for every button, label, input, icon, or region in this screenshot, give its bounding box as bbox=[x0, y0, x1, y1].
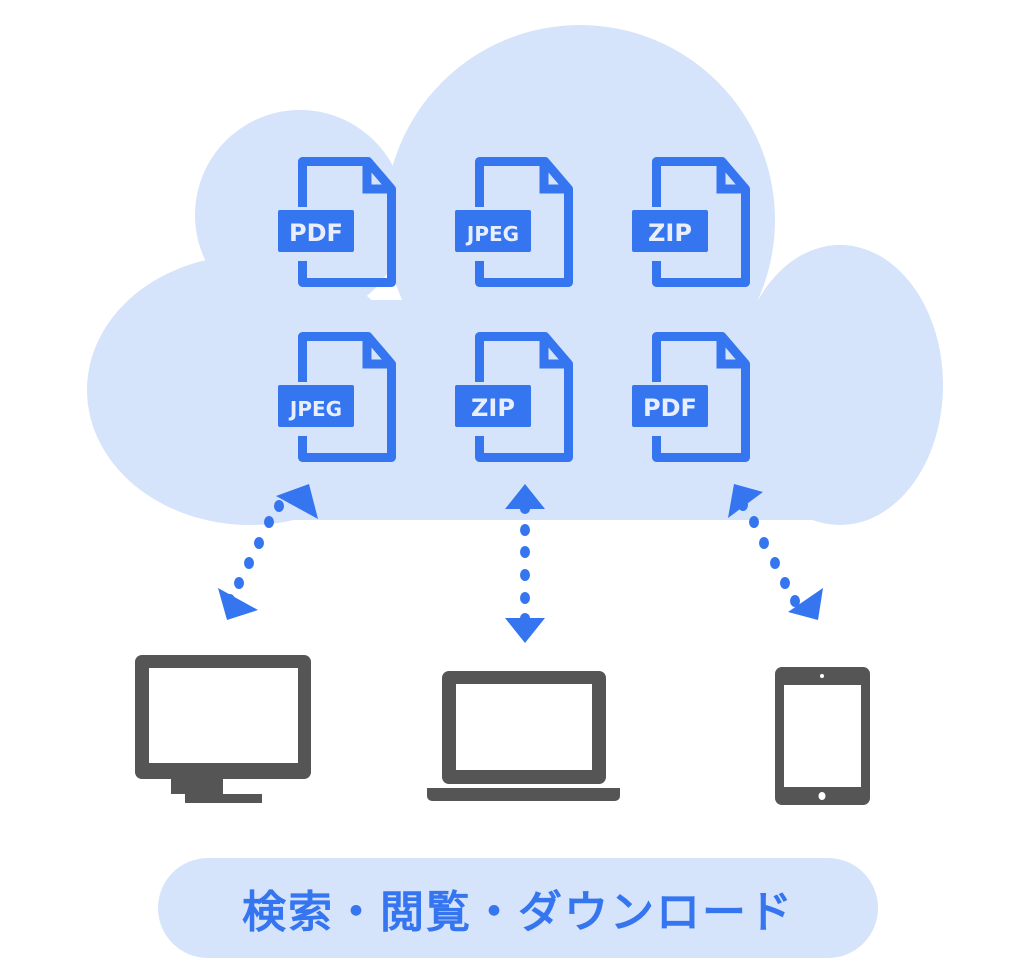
file-type-label: PDF bbox=[289, 219, 343, 247]
dot bbox=[244, 557, 254, 569]
tablet-screen bbox=[784, 685, 861, 787]
dot bbox=[520, 524, 530, 536]
dot bbox=[770, 557, 780, 569]
file-type-badge bbox=[455, 210, 531, 252]
document-fold bbox=[716, 161, 746, 194]
document-fold bbox=[539, 336, 569, 369]
caption-pill: 検索・閲覧・ダウンロード bbox=[158, 858, 878, 958]
arrowhead-down-right bbox=[788, 588, 823, 620]
document-outline bbox=[298, 332, 396, 462]
file-icon-jpeg: JPEG bbox=[455, 157, 573, 287]
devices bbox=[135, 655, 870, 805]
file-icon-pdf: PDF bbox=[632, 332, 750, 462]
document-fold bbox=[362, 161, 392, 194]
document-outline bbox=[652, 157, 750, 287]
arrowhead-up bbox=[505, 484, 545, 509]
arrowhead-up-left bbox=[276, 484, 318, 519]
document-outline bbox=[475, 332, 573, 462]
dot bbox=[520, 613, 530, 623]
file-icon-zip: ZIP bbox=[632, 157, 750, 287]
arrowhead-down-left bbox=[218, 588, 258, 620]
dot bbox=[274, 500, 284, 512]
dot bbox=[254, 537, 264, 549]
arrowhead-down bbox=[505, 618, 545, 643]
laptop-icon bbox=[427, 671, 620, 801]
laptop-screen bbox=[456, 684, 592, 770]
arrow-laptop bbox=[505, 484, 545, 643]
file-type-label: ZIP bbox=[648, 219, 692, 247]
dot bbox=[520, 546, 530, 558]
file-type-badge bbox=[455, 385, 531, 427]
document-fold bbox=[539, 161, 569, 194]
document-outline bbox=[475, 157, 573, 287]
dot bbox=[264, 516, 274, 528]
dot bbox=[738, 499, 748, 511]
document-outline bbox=[652, 332, 750, 462]
file-icon-pdf: PDF bbox=[278, 157, 396, 287]
file-type-badge bbox=[278, 210, 354, 252]
file-type-badge bbox=[632, 385, 708, 427]
file-type-badge bbox=[278, 385, 354, 427]
tablet-icon bbox=[775, 667, 870, 805]
file-type-label: ZIP bbox=[471, 394, 515, 422]
dot bbox=[749, 516, 759, 528]
monitor-stand bbox=[171, 777, 223, 794]
monitor-base bbox=[185, 794, 262, 803]
file-type-label: PDF bbox=[643, 394, 697, 422]
caption-text: 検索・閲覧・ダウンロード bbox=[242, 887, 794, 938]
file-type-badge bbox=[632, 210, 708, 252]
file-type-label: JPEG bbox=[288, 397, 342, 421]
arrow-tablet bbox=[728, 484, 823, 620]
dot bbox=[520, 592, 530, 604]
file-icon-zip: ZIP bbox=[455, 332, 573, 462]
monitor-screen bbox=[149, 668, 298, 763]
tablet-camera bbox=[820, 674, 824, 678]
dot bbox=[759, 537, 769, 549]
dot bbox=[520, 569, 530, 581]
dot bbox=[790, 595, 800, 607]
file-grid: PDF JPEG ZIP JPEG ZIP PDF bbox=[278, 157, 750, 462]
arrow-desktop bbox=[218, 484, 318, 620]
cloud-shape bbox=[87, 25, 943, 525]
laptop-base bbox=[427, 788, 620, 801]
dot bbox=[225, 594, 235, 606]
file-icon-jpeg: JPEG bbox=[278, 332, 396, 462]
transfer-arrows bbox=[218, 484, 823, 643]
dot bbox=[234, 577, 244, 589]
tablet-home-button bbox=[818, 792, 826, 800]
document-outline bbox=[298, 157, 396, 287]
desktop-monitor-icon bbox=[135, 655, 311, 803]
file-type-label: JPEG bbox=[465, 222, 519, 246]
document-fold bbox=[362, 336, 392, 369]
dot bbox=[780, 577, 790, 589]
dot bbox=[520, 504, 530, 514]
document-fold bbox=[716, 336, 746, 369]
